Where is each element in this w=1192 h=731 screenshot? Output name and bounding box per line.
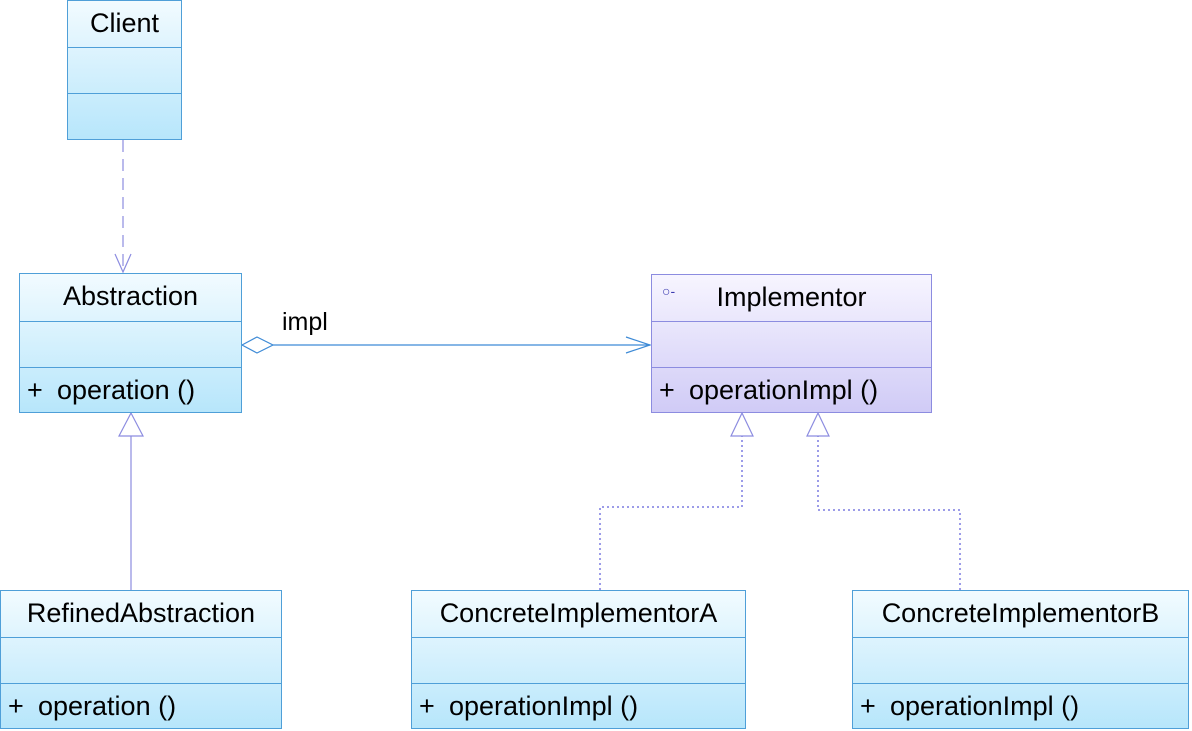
aggregation-arrowhead xyxy=(625,336,652,354)
operation-name: operation () xyxy=(57,375,196,405)
class-abstraction-name-section: Abstraction xyxy=(20,274,241,321)
operation-name: operationImpl () xyxy=(890,691,1080,721)
class-abstraction-operations: + operation () xyxy=(20,367,241,412)
realization-line-concrete-b xyxy=(817,436,961,590)
interface-lollipop-icon: ○- xyxy=(662,283,676,299)
association-label-impl: impl xyxy=(282,308,328,336)
operation-name: operationImpl () xyxy=(689,375,879,405)
class-client-name-section: Client xyxy=(68,1,181,47)
interface-implementor-operations: + operationImpl () xyxy=(652,367,931,412)
class-client[interactable]: Client xyxy=(67,0,182,140)
operation-row: + operationImpl () xyxy=(412,684,745,728)
class-client-operations xyxy=(68,93,181,139)
operation-row: + operationImpl () xyxy=(853,684,1188,728)
class-client-name: Client xyxy=(89,8,160,38)
visibility-public: + xyxy=(27,375,43,405)
realization-triangle-b xyxy=(806,411,830,437)
class-refined-abstraction-name-section: RefinedAbstraction xyxy=(1,591,281,637)
interface-implementor[interactable]: ○- Implementor + operationImpl () xyxy=(651,274,932,413)
class-refined-abstraction[interactable]: RefinedAbstraction + operation () xyxy=(0,590,282,729)
class-concrete-implementor-b-name: ConcreteImplementorB xyxy=(881,598,1160,628)
visibility-public: + xyxy=(659,375,675,405)
dependency-arrowhead xyxy=(114,253,132,274)
class-refined-abstraction-attributes xyxy=(1,637,281,683)
class-abstraction-attributes xyxy=(20,321,241,367)
class-concrete-implementor-a-name: ConcreteImplementorA xyxy=(439,598,718,628)
generalization-triangle xyxy=(118,411,144,437)
operation-name: operation () xyxy=(38,691,177,721)
interface-implementor-name: Implementor xyxy=(716,282,867,312)
visibility-public: + xyxy=(419,691,435,721)
interface-implementor-name-section: ○- Implementor xyxy=(652,275,931,321)
class-concrete-implementor-a-name-section: ConcreteImplementorA xyxy=(412,591,745,637)
operation-row: + operation () xyxy=(20,368,241,412)
realization-triangle-a xyxy=(730,411,754,437)
class-refined-abstraction-operations: + operation () xyxy=(1,683,281,728)
visibility-public: + xyxy=(8,691,24,721)
class-concrete-implementor-a[interactable]: ConcreteImplementorA + operationImpl () xyxy=(411,590,746,729)
operation-row: + operationImpl () xyxy=(652,368,931,412)
realization-line-concrete-a xyxy=(599,436,743,590)
class-refined-abstraction-name: RefinedAbstraction xyxy=(26,598,256,628)
class-concrete-implementor-b[interactable]: ConcreteImplementorB + operationImpl () xyxy=(852,590,1189,729)
class-client-attributes xyxy=(68,47,181,93)
class-concrete-implementor-b-name-section: ConcreteImplementorB xyxy=(853,591,1188,637)
class-abstraction[interactable]: Abstraction + operation () xyxy=(19,273,242,413)
class-concrete-implementor-a-operations: + operationImpl () xyxy=(412,683,745,728)
class-abstraction-name: Abstraction xyxy=(62,281,199,311)
class-concrete-implementor-a-attributes xyxy=(412,637,745,683)
class-concrete-implementor-b-operations: + operationImpl () xyxy=(853,683,1188,728)
class-concrete-implementor-b-attributes xyxy=(853,637,1188,683)
operation-row: + operation () xyxy=(1,684,281,728)
interface-implementor-attributes xyxy=(652,321,931,367)
operation-name: operationImpl () xyxy=(449,691,639,721)
visibility-public: + xyxy=(860,691,876,721)
aggregation-diamond xyxy=(240,336,275,354)
